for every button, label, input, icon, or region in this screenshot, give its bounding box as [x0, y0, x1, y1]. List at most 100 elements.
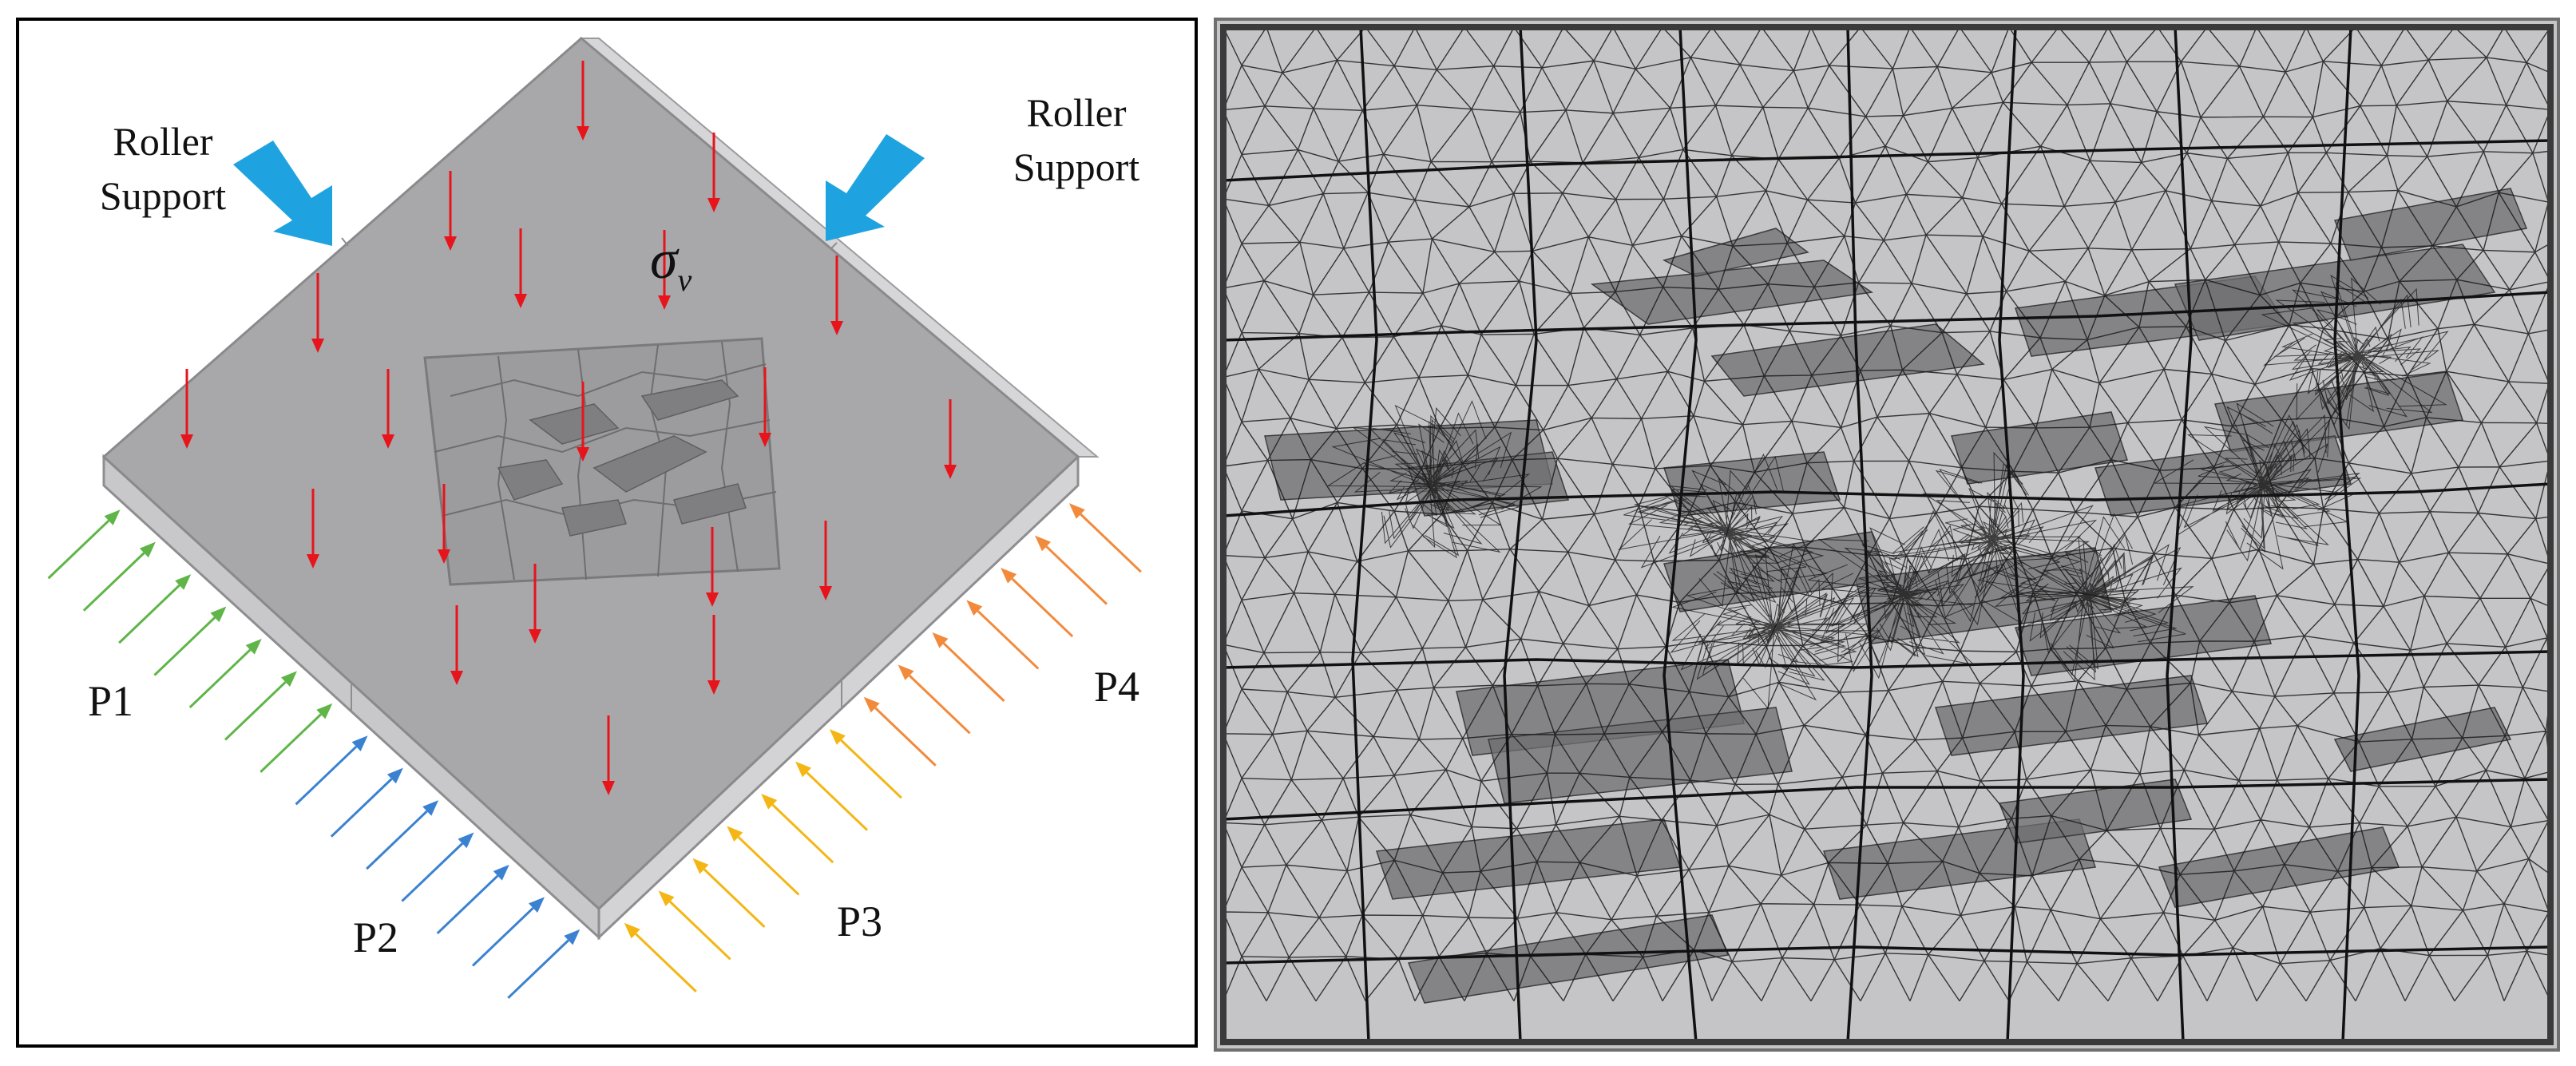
p4-arrow-head	[1068, 503, 1085, 519]
p3-arrow-head	[761, 794, 778, 810]
stress-arrow-head	[577, 447, 589, 462]
p1-arrow-shaft	[82, 552, 145, 612]
stress-arrow-head	[944, 465, 957, 479]
p1-arrow-head	[281, 671, 297, 688]
p1-arrow-shaft	[153, 616, 216, 676]
stress-arrow-head	[759, 433, 771, 447]
stress-symbol-subscript: v	[678, 262, 692, 298]
top-division-left	[341, 237, 349, 247]
stress-arrow-head	[830, 321, 843, 335]
stress-arrow-head	[658, 295, 671, 310]
p4-arrow-head	[1001, 568, 1017, 584]
p2-arrow-head	[422, 800, 439, 816]
p3-arrow-shaft	[737, 836, 800, 896]
stress-arrow-head	[819, 586, 832, 600]
coarse-grid-line	[1223, 945, 2551, 965]
coarse-grid-line	[2166, 26, 2193, 1043]
p3-arrow-head	[692, 858, 709, 874]
p1-arrow-head	[210, 606, 227, 623]
fracture-polygon	[1488, 707, 1793, 804]
p3-arrow-head	[795, 761, 811, 778]
p4-arrow-shaft	[908, 675, 971, 735]
p4-arrow-head	[898, 664, 914, 680]
vertical-stress-arrows	[180, 61, 957, 795]
p4-arrow-shaft	[1011, 577, 1074, 638]
p2-arrow-shaft	[507, 939, 569, 999]
p1-arrow-head	[104, 509, 121, 525]
stress-arrow-head	[707, 680, 720, 695]
p4-arrow-shaft	[977, 610, 1040, 670]
stress-arrow-head	[514, 294, 527, 308]
p3-arrow-shaft	[668, 901, 731, 961]
p3-arrow-head	[658, 890, 675, 906]
p1-arrow-shaft	[47, 519, 110, 580]
coarse-grid-line	[1846, 26, 1873, 1043]
stress-arrow-head	[450, 671, 463, 685]
stress-symbol: σv	[650, 229, 692, 298]
pressure-label-p1: P1	[88, 677, 133, 725]
fracture-polygon	[1590, 260, 1874, 325]
p2-arrow-shaft	[366, 810, 428, 870]
refinement-cluster	[1892, 451, 2098, 626]
p1-arrow-head	[139, 541, 156, 558]
refinement-cluster	[1670, 543, 1882, 710]
p4-arrow-head	[932, 632, 949, 648]
mesh-panel	[1214, 18, 2560, 1052]
coarse-grid-line	[1223, 139, 2551, 182]
stress-arrow-head	[382, 434, 394, 449]
coarse-grid-line	[1223, 291, 2551, 342]
p4-arrow-shaft	[942, 642, 1005, 702]
pressure-label-p4: P4	[1094, 663, 1139, 711]
stress-arrow-head	[307, 554, 319, 569]
rock-sample-inset	[423, 337, 781, 586]
p1-arrow-shaft	[260, 713, 322, 773]
p1-arrow-head	[245, 638, 262, 655]
p4-arrow-head	[966, 600, 983, 616]
stress-arrow-head	[577, 126, 589, 141]
left-roller-support-arrow	[233, 141, 332, 246]
p4-arrow-head	[863, 696, 880, 713]
finite-element-mesh	[1217, 21, 2557, 1048]
p2-arrow-head	[529, 897, 545, 913]
p2-arrow-shaft	[471, 907, 534, 967]
left-support-label-line1: Roller	[113, 119, 213, 164]
boundary-pressure-arrows	[47, 503, 1142, 999]
refinement-cluster	[2153, 402, 2362, 570]
mesh-refinement-clusters	[1326, 275, 2449, 710]
p3-arrow-shaft	[635, 933, 697, 993]
p4-arrow-shaft	[874, 707, 937, 767]
p3-arrow-head	[727, 826, 743, 842]
fracture-polygon	[1407, 914, 1730, 1004]
boundary-conditions-panel: Roller Support Roller Support σv P1 P2 P…	[16, 18, 1198, 1048]
p3-arrow-shaft	[703, 868, 766, 928]
refinement-cluster	[2261, 275, 2449, 430]
pressure-label-p2: P2	[353, 913, 398, 961]
stress-arrow-head	[438, 549, 450, 564]
stress-arrow-head	[602, 781, 615, 795]
right-roller-support-arrow	[826, 134, 925, 241]
coarse-grid-line	[1663, 26, 1698, 1043]
refinement-cluster	[1808, 509, 2005, 680]
mesh-domain-border	[1220, 24, 2554, 1045]
right-support-label-line1: Roller	[1027, 90, 1127, 135]
coarse-block-grid	[1223, 26, 2551, 1043]
p1-arrow-shaft	[224, 681, 287, 741]
stress-arrow-head	[529, 629, 541, 644]
p2-arrow-head	[351, 735, 368, 751]
p2-arrow-shaft	[295, 745, 358, 806]
left-support-label-line2: Support	[100, 173, 226, 218]
p4-arrow-shaft	[1080, 513, 1142, 573]
stress-arrow-head	[444, 236, 457, 251]
refinement-cluster	[1976, 513, 2194, 683]
p3-arrow-head	[624, 922, 640, 939]
p1-arrow-head	[316, 703, 333, 719]
p2-arrow-shaft	[436, 874, 499, 935]
p2-arrow-shaft	[401, 842, 464, 902]
refinement-cluster	[1326, 400, 1543, 559]
p2-arrow-head	[493, 864, 509, 881]
coarse-grid-line	[1223, 482, 2551, 517]
coarse-grid-line	[2333, 26, 2360, 1043]
boundary-conditions-diagram: Roller Support Roller Support σv P1 P2 P…	[47, 37, 1142, 999]
coarse-grid-line	[1503, 26, 1538, 1043]
coarse-grid-line	[1998, 26, 2025, 1043]
